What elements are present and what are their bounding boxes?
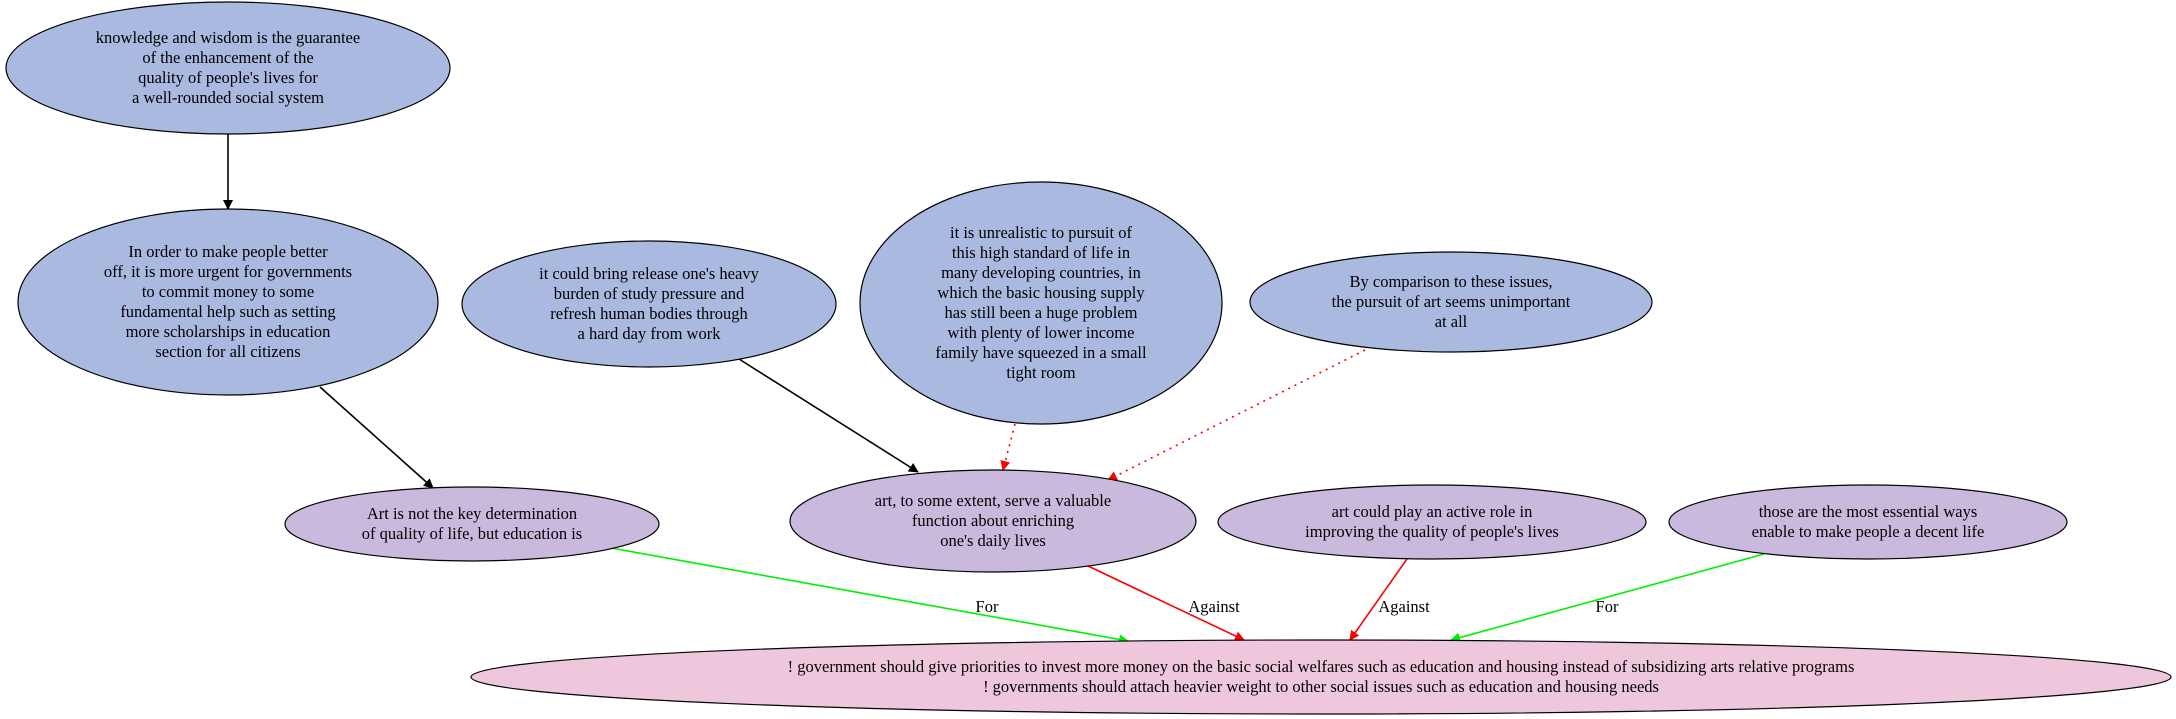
edge-labels-layer: For Against Against For bbox=[976, 597, 1619, 616]
edge-c4-to-root bbox=[1450, 553, 1765, 643]
node-text-line: In order to make people better bbox=[128, 242, 328, 261]
node-text-line: at all bbox=[1435, 312, 1468, 331]
node-text-line: this high standard of life in bbox=[952, 243, 1130, 262]
edge-c3-to-root bbox=[1349, 558, 1408, 641]
node-text-line: a hard day from work bbox=[578, 324, 722, 343]
node-text-line: many developing countries, in bbox=[941, 263, 1141, 282]
conclusion-ellipse bbox=[470, 639, 2172, 715]
node-text-line: more scholarships in education bbox=[126, 322, 331, 341]
node-text-line: a well-rounded social system bbox=[132, 88, 324, 107]
edge-label-for: For bbox=[1596, 597, 1619, 616]
node-text-line: it could bring release one's heavy bbox=[539, 264, 759, 283]
claim-node: those are the most essential waysenable … bbox=[1668, 484, 2068, 560]
node-text-line: refresh human bodies through bbox=[550, 304, 748, 323]
node-text-line: art, to some extent, serve a valuable bbox=[875, 491, 1111, 510]
node-text-line: burden of study pressure and bbox=[554, 284, 745, 303]
claim-node: art could play an active role inimprovin… bbox=[1217, 484, 1647, 560]
node-text-line: Art is not the key determination bbox=[367, 504, 577, 523]
node-text-line: By comparison to these issues, bbox=[1349, 272, 1552, 291]
node-text-line: to commit money to some bbox=[142, 282, 314, 301]
node-text-line: the pursuit of art seems unimportant bbox=[1332, 292, 1571, 311]
node-text-line: fundamental help such as setting bbox=[120, 302, 335, 321]
node-text-line: knowledge and wisdom is the guarantee bbox=[96, 28, 360, 47]
node-text-line: tight room bbox=[1006, 363, 1075, 382]
edge-n4-to-c2 bbox=[1000, 423, 1016, 471]
node-text-line: off, it is more urgent for governments bbox=[104, 262, 352, 281]
edge-n3-to-c2 bbox=[738, 358, 919, 473]
node-text-line: of quality of life, but education is bbox=[362, 524, 582, 543]
premise-ellipse bbox=[859, 181, 1223, 425]
premise-node: By comparison to these issues,the pursui… bbox=[1249, 251, 1653, 353]
node-text-line: ! government should give priorities to i… bbox=[788, 657, 1855, 676]
premise-node: it could bring release one's heavyburden… bbox=[461, 240, 837, 368]
node-text-line: with plenty of lower income bbox=[948, 323, 1135, 342]
conclusion-node: ! government should give priorities to i… bbox=[470, 639, 2172, 715]
claim-ellipse bbox=[1217, 484, 1647, 560]
node-text-line: quality of people's lives for bbox=[138, 68, 318, 87]
claim-node: art, to some extent, serve a valuablefun… bbox=[789, 469, 1197, 573]
edge-n2-to-c1 bbox=[319, 386, 434, 489]
node-text-line: family have squeezed in a small bbox=[935, 343, 1147, 362]
claim-ellipse bbox=[284, 486, 660, 562]
node-text-line: of the enhancement of the bbox=[142, 48, 313, 67]
premise-node: knowledge and wisdom is the guaranteeof … bbox=[5, 1, 451, 135]
claim-ellipse bbox=[1668, 484, 2068, 560]
edge-c2-to-root bbox=[1087, 565, 1245, 641]
premise-ellipse bbox=[5, 1, 451, 135]
premise-ellipse bbox=[461, 240, 837, 368]
node-text-line: one's daily lives bbox=[940, 531, 1046, 550]
edge-label-for: For bbox=[976, 597, 999, 616]
edge-label-against: Against bbox=[1188, 597, 1240, 616]
node-text-line: it is unrealistic to pursuit of bbox=[950, 223, 1132, 242]
node-text-line: has still been a huge problem bbox=[945, 303, 1138, 322]
node-text-line: art could play an active role in bbox=[1332, 502, 1533, 521]
node-text-line: enable to make people a decent life bbox=[1752, 522, 1985, 541]
node-text-line: section for all citizens bbox=[155, 342, 300, 361]
node-text-line: those are the most essential ways bbox=[1759, 502, 1978, 521]
edge-c1-to-root bbox=[610, 547, 1129, 645]
premise-ellipse bbox=[17, 208, 439, 396]
node-text-line: improving the quality of people's lives bbox=[1305, 522, 1559, 541]
edge-label-against: Against bbox=[1378, 597, 1430, 616]
node-text-line: function about enriching bbox=[912, 511, 1074, 530]
node-text-line: ! governments should attach heavier weig… bbox=[983, 677, 1659, 696]
claim-ellipse bbox=[789, 469, 1197, 573]
edges-layer bbox=[223, 134, 1765, 645]
node-text-line: which the basic housing supply bbox=[937, 283, 1145, 302]
premise-ellipse bbox=[1249, 251, 1653, 353]
nodes-layer: knowledge and wisdom is the guaranteeof … bbox=[5, 1, 2172, 715]
